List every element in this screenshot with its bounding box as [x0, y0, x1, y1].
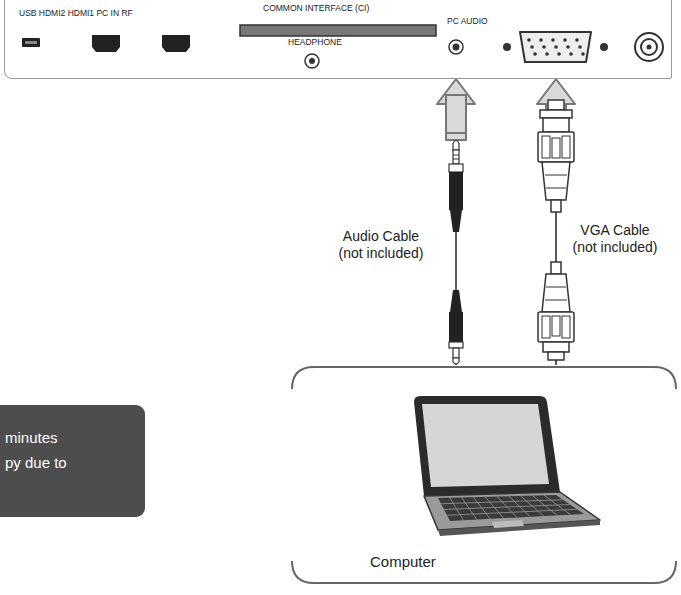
cable-label: VGA Cable (not included) — [566, 222, 664, 256]
usb-port-inner — [25, 41, 37, 44]
note-text: minutes — [5, 429, 58, 446]
note-text: py due to — [5, 454, 67, 471]
audio-plug-top — [449, 141, 463, 233]
vga-plug-top — [538, 100, 574, 212]
audio-plug-bottom — [449, 290, 463, 364]
vga-port — [520, 32, 591, 62]
headphone-jack-hole — [309, 58, 315, 64]
pc-audio-label: PC AUDIO — [447, 16, 488, 26]
rf-port-pin — [647, 45, 652, 50]
note-box: minutes py due to — [0, 405, 145, 517]
hdmi1-port — [162, 35, 190, 52]
headphone-label: HEADPHONE — [288, 37, 342, 47]
vga-pins — [527, 38, 585, 56]
rf-port — [635, 33, 663, 61]
usb-port — [22, 38, 40, 47]
ci-slot — [240, 25, 436, 36]
computer-bracket: Computer — [290, 365, 678, 585]
cable-label: Audio Cable (not included) — [332, 228, 430, 262]
vga-plug-bottom — [538, 262, 574, 360]
tv-ports — [22, 25, 663, 68]
port-labels: USB HDMI2 HDMI1 PC IN RF — [19, 8, 133, 18]
pc-audio-jack — [449, 40, 463, 54]
pc-audio-jack-hole — [453, 44, 460, 51]
vga-screw — [503, 43, 511, 51]
laptop — [414, 396, 600, 536]
rf-port-inner — [641, 39, 657, 55]
headphone-jack — [305, 54, 319, 68]
arrow-stem — [446, 95, 466, 133]
bracket-outline — [290, 365, 678, 585]
tv-back-panel: USB HDMI2 HDMI1 PC IN RF COMMON INTERFACE… — [4, 0, 672, 79]
vga-screw — [600, 43, 608, 51]
computer-label: Computer — [370, 553, 436, 570]
hdmi2-port — [92, 35, 120, 52]
ci-label: COMMON INTERFACE (CI) — [263, 3, 369, 13]
